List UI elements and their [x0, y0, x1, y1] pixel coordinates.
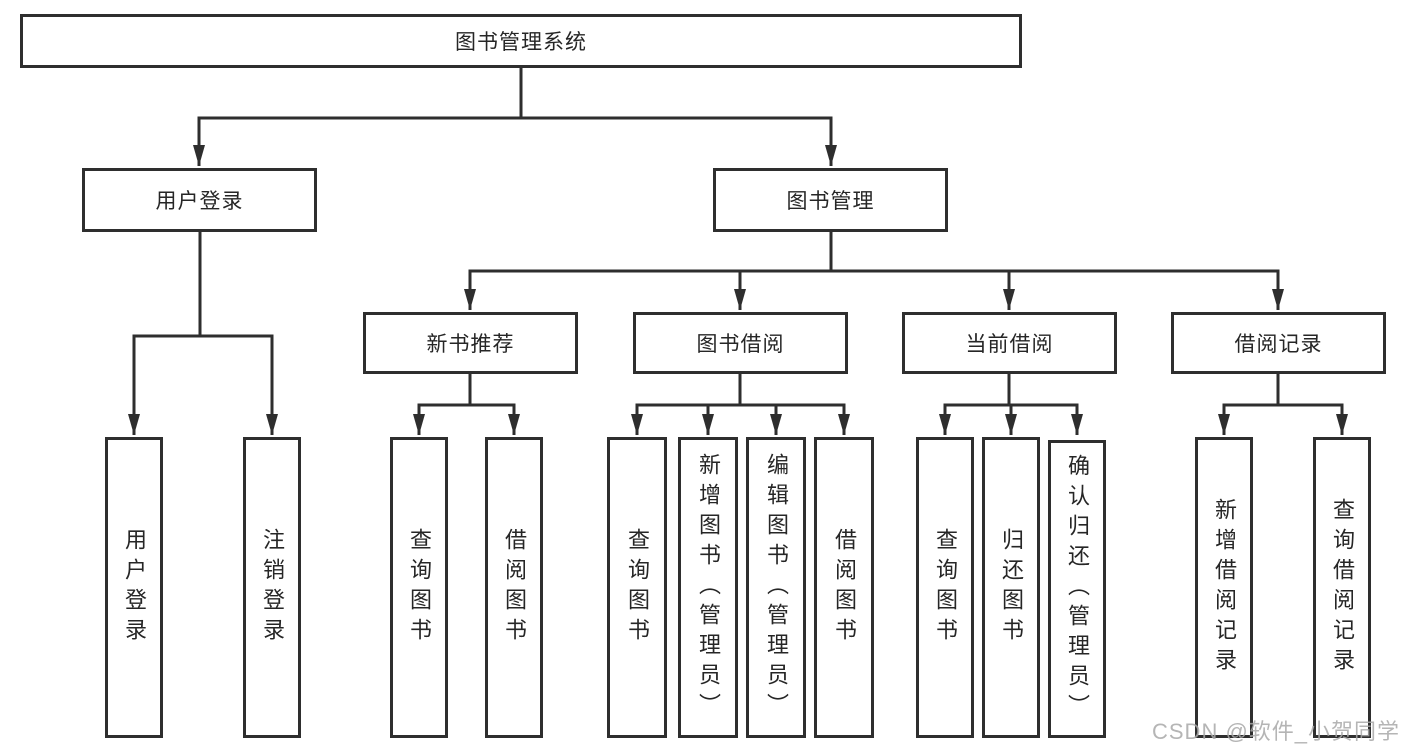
leaf-edit-book-admin: 编辑图书（管理员）: [746, 437, 806, 738]
leaf-query-books-recommend: 查询图书: [390, 437, 448, 738]
node-book-borrow: 图书借阅: [633, 312, 848, 374]
leaf-user-login: 用户登录: [105, 437, 163, 738]
node-root: 图书管理系统: [20, 14, 1022, 68]
node-user-login: 用户登录: [82, 168, 317, 232]
node-book-management: 图书管理: [713, 168, 948, 232]
node-new-book-recommend: 新书推荐: [363, 312, 578, 374]
leaf-add-book-admin: 新增图书（管理员）: [678, 437, 738, 738]
leaf-query-books-current: 查询图书: [916, 437, 974, 738]
leaf-borrow-books: 借阅图书: [814, 437, 874, 738]
leaf-logout: 注销登录: [243, 437, 301, 738]
leaf-query-borrow-record: 查询借阅记录: [1313, 437, 1371, 738]
node-current-borrow: 当前借阅: [902, 312, 1117, 374]
leaf-return-book: 归还图书: [982, 437, 1040, 738]
leaf-confirm-return-admin: 确认归还（管理员）: [1048, 440, 1106, 738]
csdn-watermark: CSDN @软件_小贺同学: [1152, 719, 1401, 744]
leaf-add-borrow-record: 新增借阅记录: [1195, 437, 1253, 738]
leaf-query-books-borrow: 查询图书: [607, 437, 667, 738]
leaf-borrow-books-recommend: 借阅图书: [485, 437, 543, 738]
node-borrow-records: 借阅记录: [1171, 312, 1386, 374]
